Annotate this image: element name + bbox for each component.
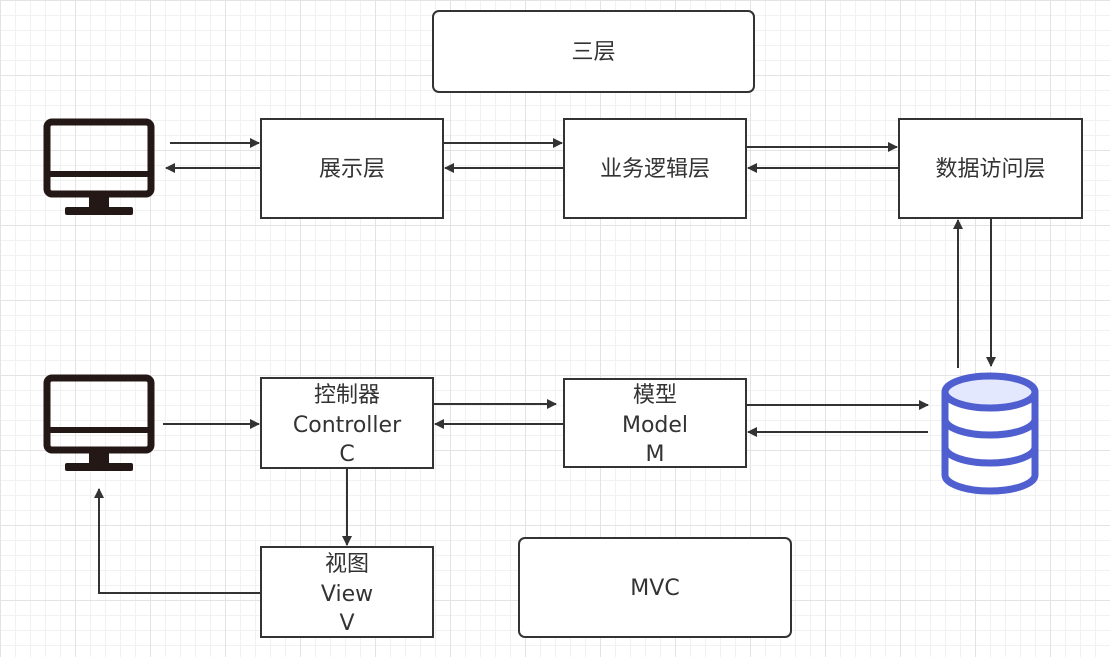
arrow-view-to-monitor xyxy=(94,488,261,594)
controller-box: 控制器 Controller C xyxy=(260,377,434,469)
view-label-cn: 视图 xyxy=(325,552,369,577)
business-logic-layer-label: 业务逻辑层 xyxy=(600,157,710,182)
mvc-title-box: MVC xyxy=(518,537,792,638)
presentation-layer-label: 展示层 xyxy=(319,157,385,182)
model-label-en: Model xyxy=(622,413,688,438)
presentation-layer-box: 展示层 xyxy=(260,118,444,219)
model-box: 模型 Model M xyxy=(563,378,747,468)
controller-label-en: Controller xyxy=(293,413,402,438)
view-label-en: View xyxy=(321,582,373,607)
controller-label-cn: 控制器 xyxy=(314,383,380,408)
three-tier-title-box: 三层 xyxy=(432,10,755,93)
view-box: 视图 View V xyxy=(260,546,434,638)
data-access-layer-label: 数据访问层 xyxy=(935,157,1045,182)
three-tier-title: 三层 xyxy=(571,40,615,65)
model-label-abbr: M xyxy=(646,442,665,467)
monitor-icon xyxy=(43,118,155,215)
monitor-icon xyxy=(43,374,155,471)
database-icon xyxy=(941,372,1039,495)
mvc-title: MVC xyxy=(630,576,679,601)
controller-label-abbr: C xyxy=(339,442,354,467)
view-label-abbr: V xyxy=(339,611,354,636)
data-access-layer-box: 数据访问层 xyxy=(898,118,1083,219)
business-logic-layer-box: 业务逻辑层 xyxy=(563,118,747,219)
model-label-cn: 模型 xyxy=(633,383,677,408)
